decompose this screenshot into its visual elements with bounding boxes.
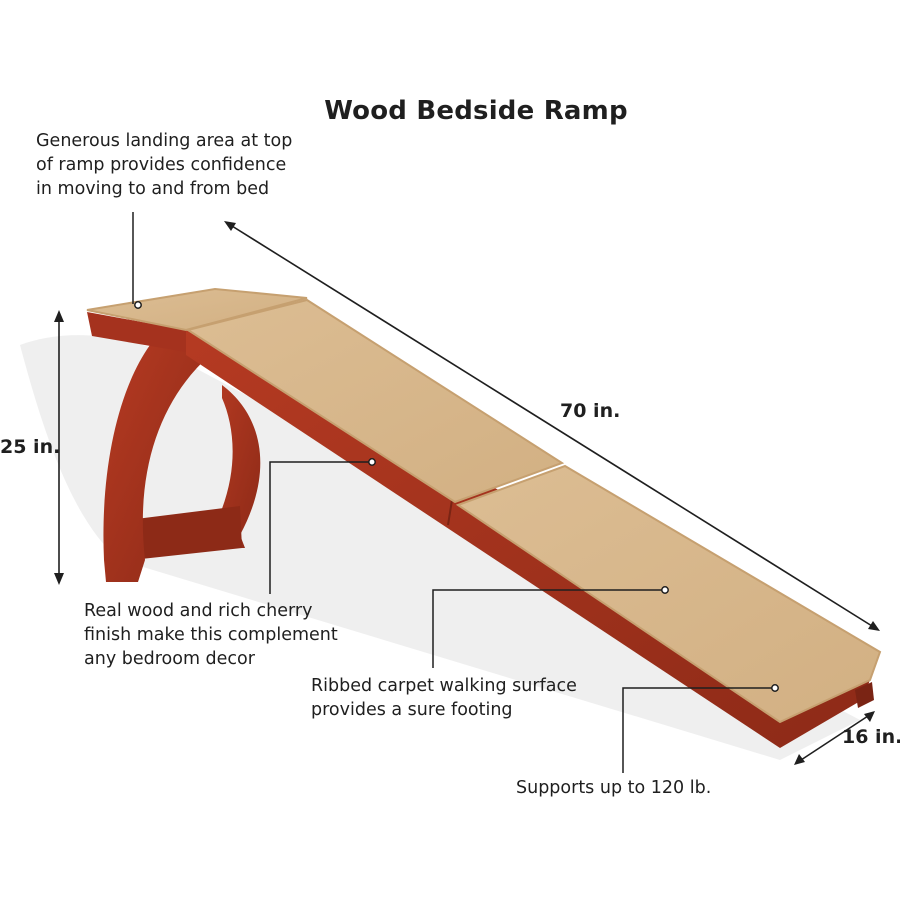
landing-callout-line: of ramp provides confidence — [36, 155, 287, 175]
width-dimension: 16 in. — [842, 726, 900, 748]
wood-leader — [269, 461, 370, 594]
wood-dot — [368, 458, 376, 466]
landing-callout-line: Generous landing area at top — [36, 131, 293, 151]
length-arrow-line — [231, 225, 873, 627]
weight-dot — [771, 684, 779, 692]
ramp-carpet-upper — [185, 298, 565, 504]
wood-callout: Real wood and rich cherry finish make th… — [84, 599, 338, 671]
height-arrow-top — [54, 310, 64, 322]
weight-leader — [622, 687, 775, 773]
leader-dots — [134, 301, 779, 692]
front-leg — [103, 345, 210, 582]
landing-dot — [134, 301, 142, 309]
length-arrow-bottom — [868, 621, 880, 631]
width-arrow-top — [864, 711, 875, 722]
leg-brace — [128, 506, 242, 560]
page-title: Wood Bedside Ramp — [324, 96, 628, 126]
wood-callout-line: any bedroom decor — [84, 649, 255, 669]
length-dimension: 70 in. — [560, 400, 621, 422]
width-arrow-bottom — [794, 754, 805, 765]
carpet-dot — [661, 586, 669, 594]
carpet-callout: Ribbed carpet walking surface provides a… — [311, 674, 577, 722]
carpet-leader — [432, 589, 665, 668]
carpet-callout-line: provides a sure footing — [311, 700, 513, 720]
length-arrow-top — [224, 221, 236, 231]
ramp-end-foot — [855, 682, 874, 708]
wood-callout-line: Real wood and rich cherry — [84, 601, 313, 621]
height-dimension: 25 in. — [0, 436, 61, 458]
weight-callout-line: Supports up to 120 lb. — [516, 778, 712, 798]
carpet-callout-line: Ribbed carpet walking surface — [311, 676, 577, 696]
ramp-side-joint — [447, 499, 453, 526]
wood-callout-line: finish make this complement — [84, 625, 338, 645]
landing-side — [87, 312, 186, 352]
dimension-arrows — [54, 221, 880, 765]
height-arrow-bottom — [54, 573, 64, 585]
weight-callout: Supports up to 120 lb. — [516, 776, 711, 800]
landing-callout: Generous landing area at top of ramp pro… — [36, 129, 292, 201]
back-leg — [210, 385, 261, 548]
landing-carpet — [86, 287, 308, 332]
ramp-carpet-lower — [455, 464, 882, 724]
leader-lines — [132, 212, 775, 773]
width-arrow-line — [800, 715, 869, 761]
landing-callout-line: in moving to and from bed — [36, 179, 270, 199]
